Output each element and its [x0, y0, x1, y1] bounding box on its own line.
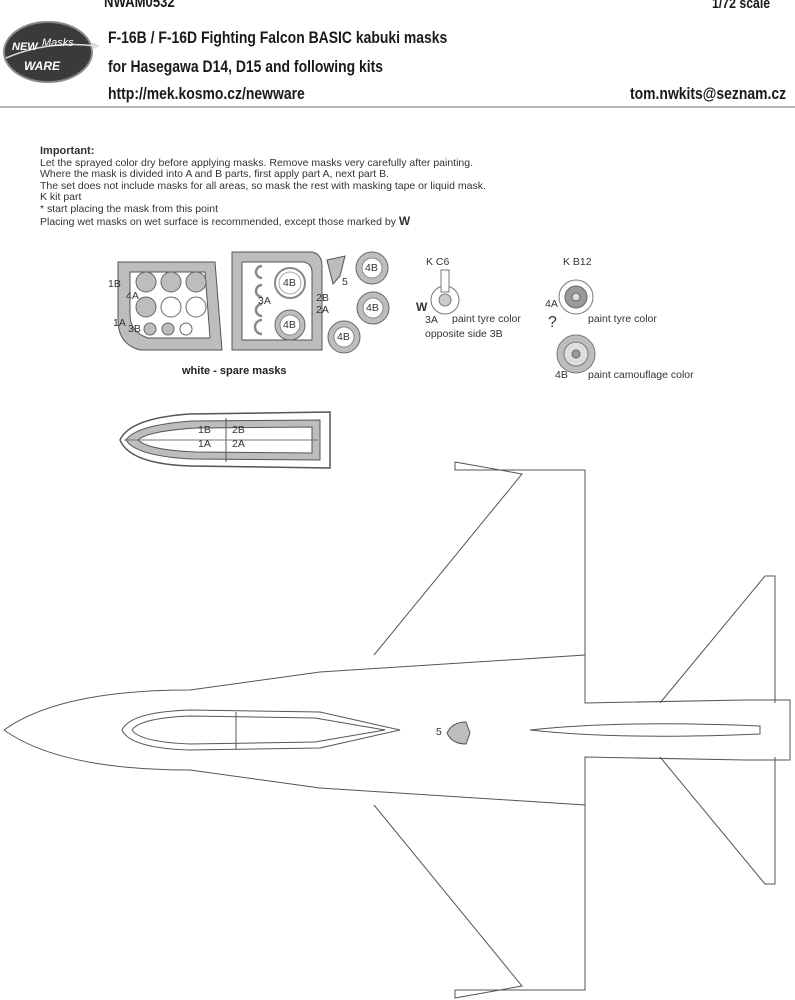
- c6-note-2: opposite side 3B: [425, 328, 503, 340]
- label-3a: 3A: [258, 295, 271, 307]
- wet-symbol: W: [416, 300, 428, 314]
- label-4b: 4B: [283, 277, 296, 289]
- instructions-block: Important: Let the sprayed color dry bef…: [40, 145, 486, 229]
- title-line-1: F-16B / F-16D Fighting Falcon BASIC kabu…: [108, 28, 448, 47]
- spare-masks-caption: white - spare masks: [182, 365, 287, 377]
- header: NEW Masks WARE NWAM0532 1/72 scale F-16B…: [0, 0, 795, 108]
- label-4a: 4A: [545, 298, 558, 310]
- b12-note-b: paint camouflage color: [588, 369, 694, 381]
- label-2a: 2A: [316, 304, 329, 316]
- canopy-label-1a: 1A: [198, 438, 211, 450]
- wet-symbol: W: [398, 213, 411, 228]
- title-line-2: for Hasegawa D14, D15 and following kits: [108, 57, 384, 76]
- instruction-line: * start placing the mask from this point: [40, 202, 218, 215]
- logo-ware: WARE: [24, 59, 61, 73]
- label-3a: 3A: [425, 314, 438, 326]
- plan-part-5-mask: [446, 721, 471, 745]
- spare-disc-group: [135, 271, 207, 336]
- aircraft-plan-view: [3, 461, 791, 999]
- kit-b12-heading: K B12: [563, 256, 592, 268]
- logo-masks: Masks: [42, 37, 74, 49]
- instruction-line: Where the mask is divided into A and B p…: [40, 168, 390, 181]
- tyre-masks-right: [327, 251, 390, 354]
- plan-label-5: 5: [436, 726, 442, 738]
- logo-new: NEW: [12, 41, 39, 53]
- instruction-line: Let the sprayed color dry before applyin…: [40, 156, 474, 169]
- label-4b: 4B: [283, 319, 296, 331]
- label-4a: 4A: [126, 290, 139, 302]
- instruction-line: The set does not include masks for all a…: [40, 179, 486, 192]
- c-ring-masks: [253, 264, 263, 336]
- canopy-mask-drawing: [119, 411, 331, 469]
- instructions-heading: Important:: [40, 145, 95, 157]
- instruction-line: K kit part: [40, 191, 82, 204]
- b12-note-a: paint tyre color: [588, 313, 657, 325]
- label-3b: 3B: [128, 323, 141, 335]
- kit-b12-wheel-drawing: [556, 279, 596, 374]
- label-5: 5: [342, 276, 348, 288]
- canopy-label-1b: 1B: [198, 424, 211, 436]
- label-1a: 1A: [113, 317, 126, 329]
- header-divider: [0, 106, 795, 108]
- scale-label: 1/72 scale: [712, 0, 771, 12]
- canopy-label-2b: 2B: [232, 424, 245, 436]
- question-mark: ?: [548, 314, 557, 331]
- instruction-line: Placing wet masks on wet surface is reco…: [40, 213, 486, 229]
- kit-c6-wheel-drawing: [430, 269, 460, 315]
- label-4b: 4B: [555, 369, 568, 381]
- part-5-mask: [326, 255, 346, 286]
- website-url[interactable]: http://mek.kosmo.cz/newware: [108, 84, 305, 103]
- kit-c6-heading: K C6: [426, 256, 450, 268]
- label-1b: 1B: [108, 278, 121, 290]
- label-2b: 2B: [316, 292, 329, 304]
- label-4b: 4B: [366, 302, 379, 314]
- mask-panel-center: [231, 251, 323, 351]
- canopy-label-2a: 2A: [232, 438, 245, 450]
- contact-email[interactable]: tom.nwkits@seznam.cz: [630, 84, 787, 103]
- label-4b: 4B: [337, 331, 350, 343]
- instruction-text: Placing wet masks on wet surface is reco…: [40, 215, 396, 228]
- newware-logo: NEW Masks WARE: [3, 21, 100, 83]
- label-4b: 4B: [365, 262, 378, 274]
- tyre-masks-center: [274, 267, 306, 341]
- product-code: NWAM0532: [104, 0, 175, 11]
- c6-note-1: paint tyre color: [452, 313, 521, 325]
